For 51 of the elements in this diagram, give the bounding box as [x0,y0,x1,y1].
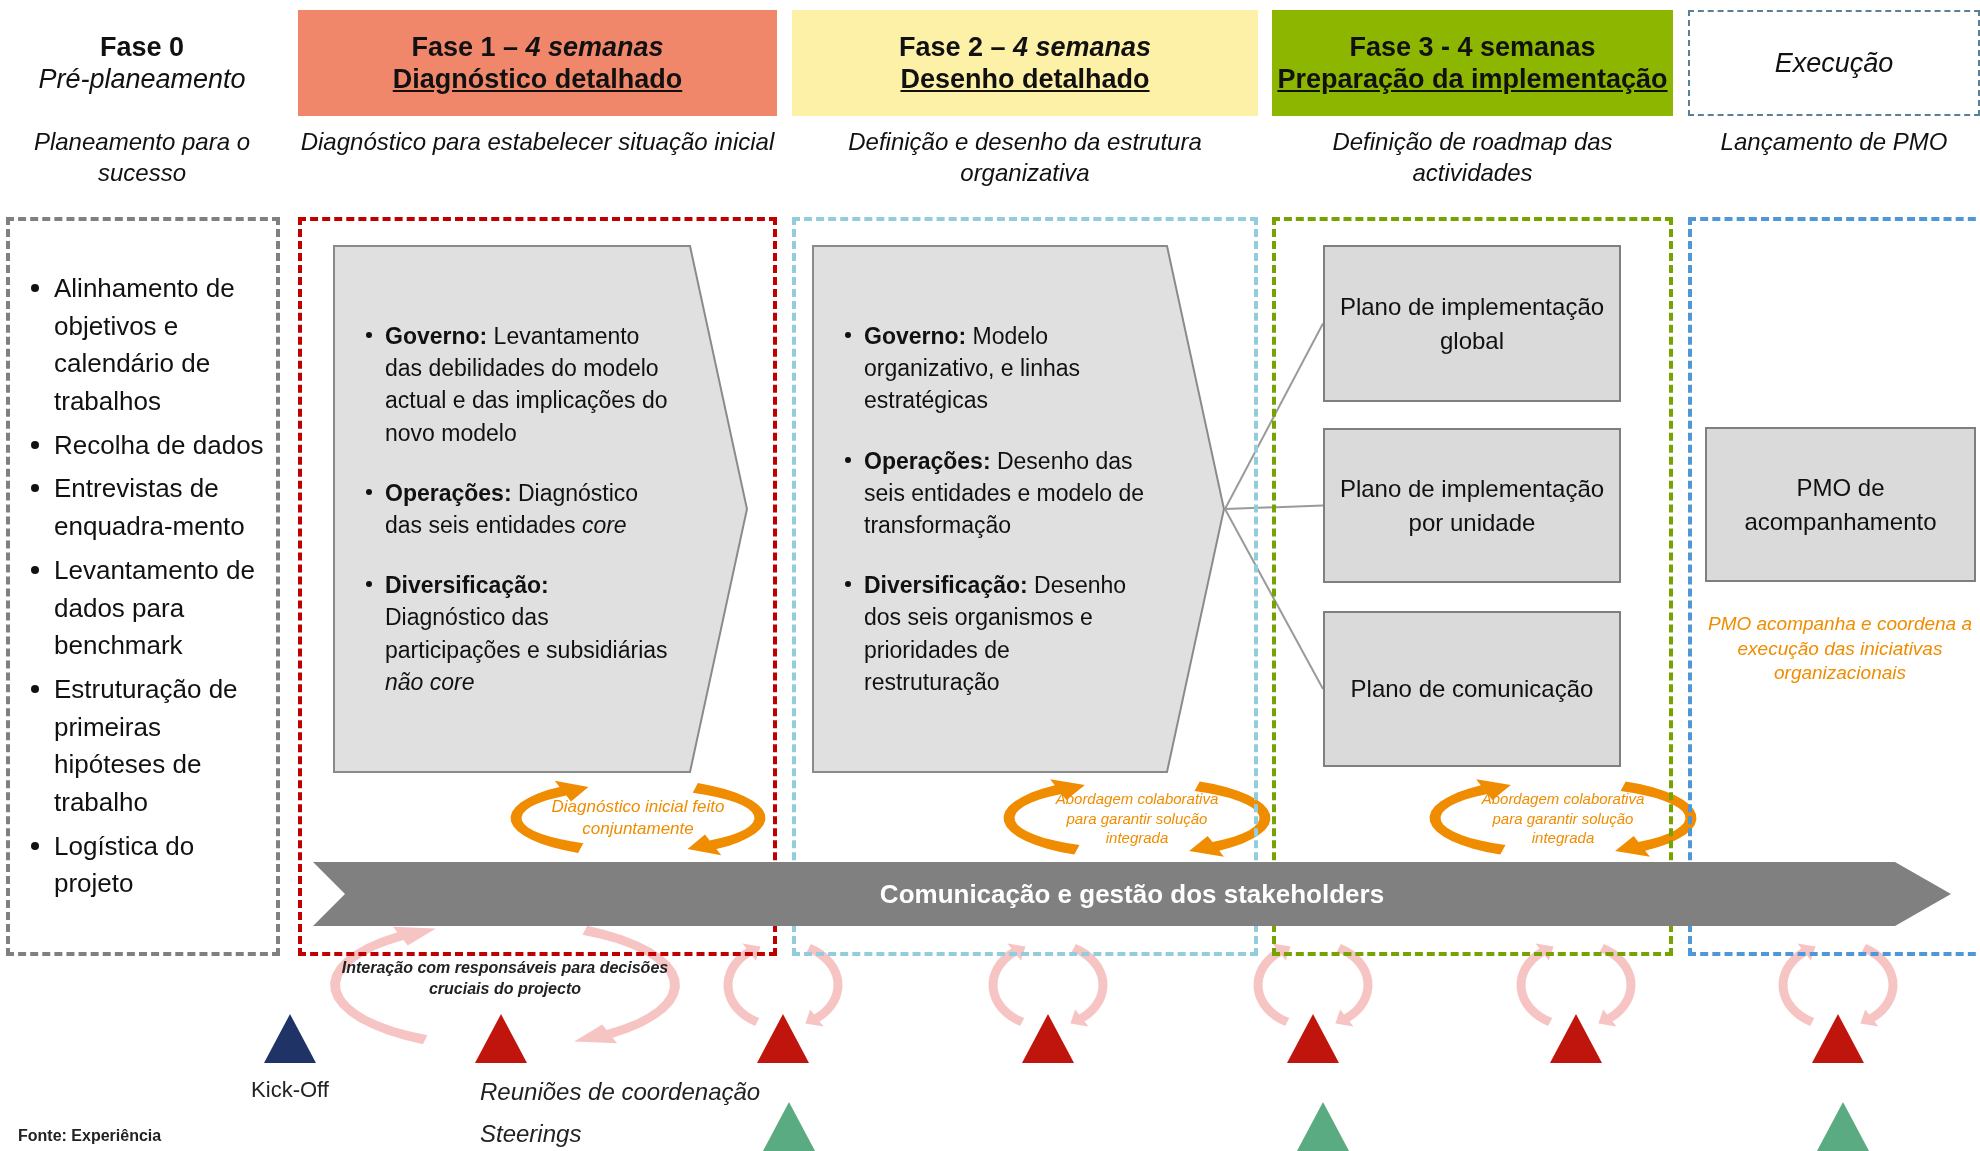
legend-label: Reuniões de coordenação [480,1077,762,1107]
plan-box [1323,611,1621,767]
phase-header [298,10,777,116]
phase-title: Execução [1774,46,1894,80]
bullet-item: Recolha de dados [54,429,264,460]
bullet-item: Estruturação de primeiras hipóteses de trabalho [54,673,238,817]
bullet-item: Governo: Modelo organizativo, e linhas estratégicas [864,323,1081,414]
legend-label: Steerings [480,1119,583,1149]
bullet-item: Alinhamento de objetivos e calendário de trabalhos [54,273,235,417]
phase-description: Definição e desenho da estrutura organizativa [847,127,1203,189]
phase-description: Planeamento para o sucesso [32,127,252,189]
bullet-item: Levantamento de dados para benchmark [54,554,255,661]
note-text: Diagnóstico inicial feito conjuntamente [550,796,726,841]
phase-subtitle: Diagnóstico detalhado [392,63,683,96]
plan-box [1705,427,1976,582]
box-text: Plano de comunicação [1350,674,1594,705]
bullet-item: Governo: Levantamento das debilidades do modelo actual e das implicações do novo modelo [385,323,668,446]
phase-subtitle: Desenho detalhado [900,63,1150,96]
phase-description: Diagnóstico para estabelecer situação inicial [299,127,776,157]
phase-header [792,10,1258,116]
bullet-item: Logística do projeto [54,830,195,899]
phase-title: Fase 2 – 4 semanas [898,30,1152,63]
phase-title: Fase 0 [99,30,185,63]
phase-description: Definição de roadmap das actividades [1331,127,1614,189]
note-text: PMO acompanha e coordena a execução das iniciativas organizacionais [1706,612,1974,686]
source-note: Fonte: Experiência [18,1126,163,1146]
connector-line [1224,322,1324,510]
connector-line [1224,504,1324,510]
phase-subtitle: Preparação da implementação [1277,63,1668,96]
phase-header [1688,10,1980,116]
note-text: Interação com responsáveis para decisões cruciais do projecto [340,958,670,999]
dashed-frame [298,217,777,956]
band-label: Comunicação e gestão dos stakeholders [879,878,1385,910]
phase-description: Lançamento de PMO [1719,127,1949,157]
plan-box [1323,245,1621,402]
phase-header [1272,10,1673,116]
connector-line [1224,508,1324,690]
phase-subtitle: Pré-planeamento [38,63,246,96]
phase-title: Fase 1 – 4 semanas [411,30,664,63]
phase-title: Fase 3 - 4 semanas [1349,30,1596,63]
bullet-item: Diversificação: Desenho dos seis organismos e prioridades de restruturação [864,572,1127,695]
dashed-frame [6,217,280,956]
box-text: Plano de implementação global [1338,291,1606,356]
bullet-item: Entrevistas de enquadra-mento [54,473,245,542]
box-text: Plano de implementação por unidade [1338,473,1606,538]
bullet-item: Operações: Diagnóstico das seis entidades core [385,479,639,538]
bullet-item: Diversificação: Diagnóstico das participações e subsidiárias não core [385,572,668,695]
plan-box [1323,428,1621,583]
bullet-item: Operações: Desenho das seis entidades e modelo de transformação [864,447,1145,538]
legend-label: Kick-Off [250,1076,330,1104]
box-text: PMO de acompanhamento [1743,472,1938,537]
